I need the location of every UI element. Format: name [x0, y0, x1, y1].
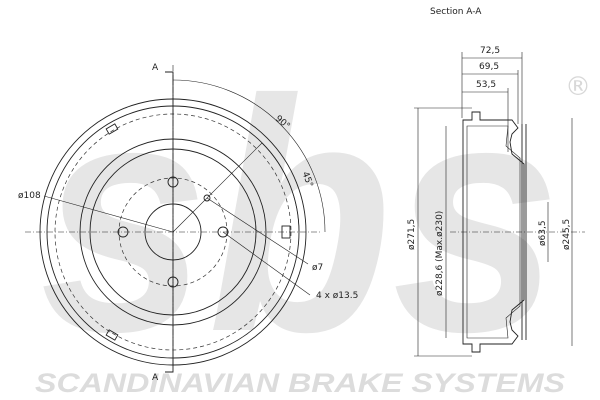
label-dia-7: ø7	[312, 263, 323, 273]
angle-45-ray	[172, 142, 263, 233]
section-view: Section A-A 72,5 69,5 53,5 ø271,5 ø228,6…	[407, 7, 585, 357]
section-marker-top: A	[152, 63, 159, 73]
rim-tab-top	[105, 123, 119, 135]
watermark: sbs ® SCANDINAVIAN BRAKE SYSTEMS	[35, 31, 591, 400]
section-title: Section A-A	[430, 7, 482, 17]
section-arrow-top	[165, 71, 174, 85]
dia-63-5: ø63,5	[538, 220, 548, 246]
dia-245-5: ø245,5	[562, 219, 572, 250]
drum-inner-profile	[466, 125, 521, 339]
locator-hole	[203, 194, 211, 202]
angle-arc-90	[172, 79, 326, 233]
drum-profile	[462, 111, 525, 353]
company-name: SCANDINAVIAN BRAKE SYSTEMS	[35, 368, 565, 398]
dim-72-5: 72,5	[480, 46, 500, 56]
angle-arc-45	[261, 142, 300, 233]
bolt-hole-right	[217, 226, 229, 238]
section-arrow-bottom	[165, 360, 174, 373]
leader-108	[43, 195, 174, 233]
front-view: A A 90° 45° ø108 ø7 4 x ø13.5	[18, 63, 358, 383]
watermark-logo: sbs	[40, 31, 560, 400]
dim-53-5: 53,5	[476, 80, 496, 90]
label-bolt-holes: 4 x ø13.5	[316, 291, 358, 301]
section-marker-bottom: A	[152, 373, 159, 383]
dia-228-6: ø228,6 (Max.ø230)	[435, 211, 445, 296]
dim-69-5: 69,5	[479, 62, 499, 72]
bolt-hole-left	[117, 226, 129, 238]
registered-mark: ®	[565, 72, 591, 102]
rim-tab-right	[281, 225, 291, 239]
leader-7	[206, 197, 309, 265]
label-dia-108: ø108	[18, 191, 41, 201]
dia-271-5: ø271,5	[407, 219, 417, 250]
leader-bolt-holes	[222, 231, 311, 296]
rim-tab-bottom	[105, 329, 119, 341]
